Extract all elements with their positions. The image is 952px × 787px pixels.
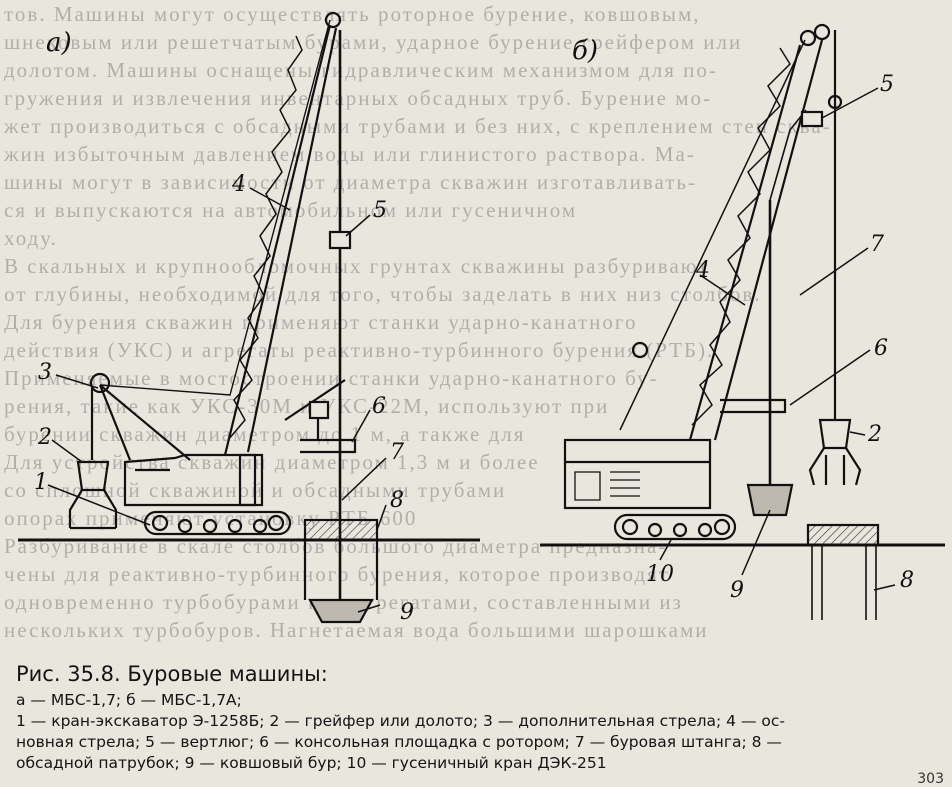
bg-line: тов. Машины могут осуществлять роторное … bbox=[4, 2, 701, 26]
bg-line: действия (УКС) и агрегаты реактивно-турб… bbox=[4, 338, 715, 362]
bg-line: шнековым или решетчатым бурами, ударное … bbox=[4, 30, 743, 54]
crawler-track-b bbox=[613, 513, 737, 541]
callout-7-a: 7 bbox=[390, 440, 404, 465]
bg-line: В скальных и крупнообломочных грунтах ск… bbox=[4, 254, 710, 278]
figure-caption: Рис. 35.8. Буровые машины: а — МБС-1,7; … bbox=[16, 662, 946, 774]
caption-line: а — МБС-1,7; б — МБС-1,7А; bbox=[16, 691, 242, 709]
bg-line: жин избыточным давлением воды или глинис… bbox=[4, 142, 696, 166]
caption-line: 1 — кран-экскаватор Э-1258Б; 2 — грейфер… bbox=[16, 712, 785, 730]
bg-line: ходу. bbox=[4, 226, 58, 250]
callout-2-b: 2 bbox=[868, 422, 882, 447]
casing-a bbox=[303, 518, 379, 542]
panel-a-label: а) bbox=[46, 28, 72, 58]
callout-2-a: 2 bbox=[38, 425, 52, 450]
callout-leaders bbox=[47, 87, 896, 613]
callout-1-a: 1 bbox=[34, 470, 48, 495]
bg-line: жет производиться с обсадными трубами и … bbox=[4, 114, 832, 138]
callout-8-a: 8 bbox=[390, 488, 404, 513]
callout-9-b: 9 bbox=[730, 578, 744, 603]
callout-8-b: 8 bbox=[900, 568, 914, 593]
swivel-a bbox=[328, 230, 352, 250]
bg-line: гружения и извлечения инвентарных обсадн… bbox=[4, 86, 712, 110]
callout-5-a: 5 bbox=[373, 198, 387, 223]
callout-4-a: 4 bbox=[232, 172, 246, 197]
callout-4-b: 4 bbox=[696, 258, 710, 283]
caption-line: новная стрела; 5 — вертлюг; 6 — консольн… bbox=[16, 733, 782, 751]
background-page-text: тов. Машины могут осуществлять роторное … bbox=[4, 2, 832, 642]
callout-10-b: 10 bbox=[646, 562, 674, 587]
bg-line: Для бурения скважин применяют станки уда… bbox=[4, 310, 638, 334]
swivel-b bbox=[800, 110, 824, 128]
excavator-body-a bbox=[123, 453, 257, 507]
panel-a-drawing bbox=[18, 11, 480, 624]
caption-title: Рис. 35.8. Буровые машины: bbox=[16, 662, 328, 686]
bg-line: от глубины, необходимой для того, чтобы … bbox=[4, 282, 762, 306]
callout-5-b: 5 bbox=[880, 72, 894, 97]
callout-9-a: 9 bbox=[400, 600, 414, 625]
bucket-auger-a bbox=[308, 598, 374, 624]
console-platform-b bbox=[720, 398, 787, 414]
callout-3-a: 3 bbox=[38, 360, 52, 385]
callout-6-a: 6 bbox=[372, 394, 386, 419]
panel-b-label: б) bbox=[572, 36, 599, 66]
aux-boom-a bbox=[98, 384, 191, 461]
crane-body-b bbox=[563, 438, 712, 510]
bg-line: шины могут в зависимости от диаметра скв… bbox=[4, 170, 697, 194]
caption-line: обсадной патрубок; 9 — ковшовый бур; 10 … bbox=[16, 754, 607, 772]
grapple-a bbox=[76, 460, 110, 492]
drilling-machines-figure bbox=[18, 11, 945, 624]
callout-6-b: 6 bbox=[874, 336, 888, 361]
bucket-auger-b bbox=[746, 483, 794, 517]
main-boom-a bbox=[223, 24, 338, 456]
panel-b-drawing bbox=[540, 23, 945, 620]
bg-line: чены для реактивно-турбинного бурения, к… bbox=[4, 562, 670, 586]
callout-7-b: 7 bbox=[870, 232, 884, 257]
page-number: 303 bbox=[917, 771, 944, 787]
bg-line: долотом. Машины оснащены гидравлическим … bbox=[4, 58, 718, 82]
casing-b bbox=[811, 545, 877, 620]
bg-line: бурении скважин диаметром до 1 м, а такж… bbox=[4, 422, 526, 446]
grapple-b bbox=[818, 418, 852, 450]
